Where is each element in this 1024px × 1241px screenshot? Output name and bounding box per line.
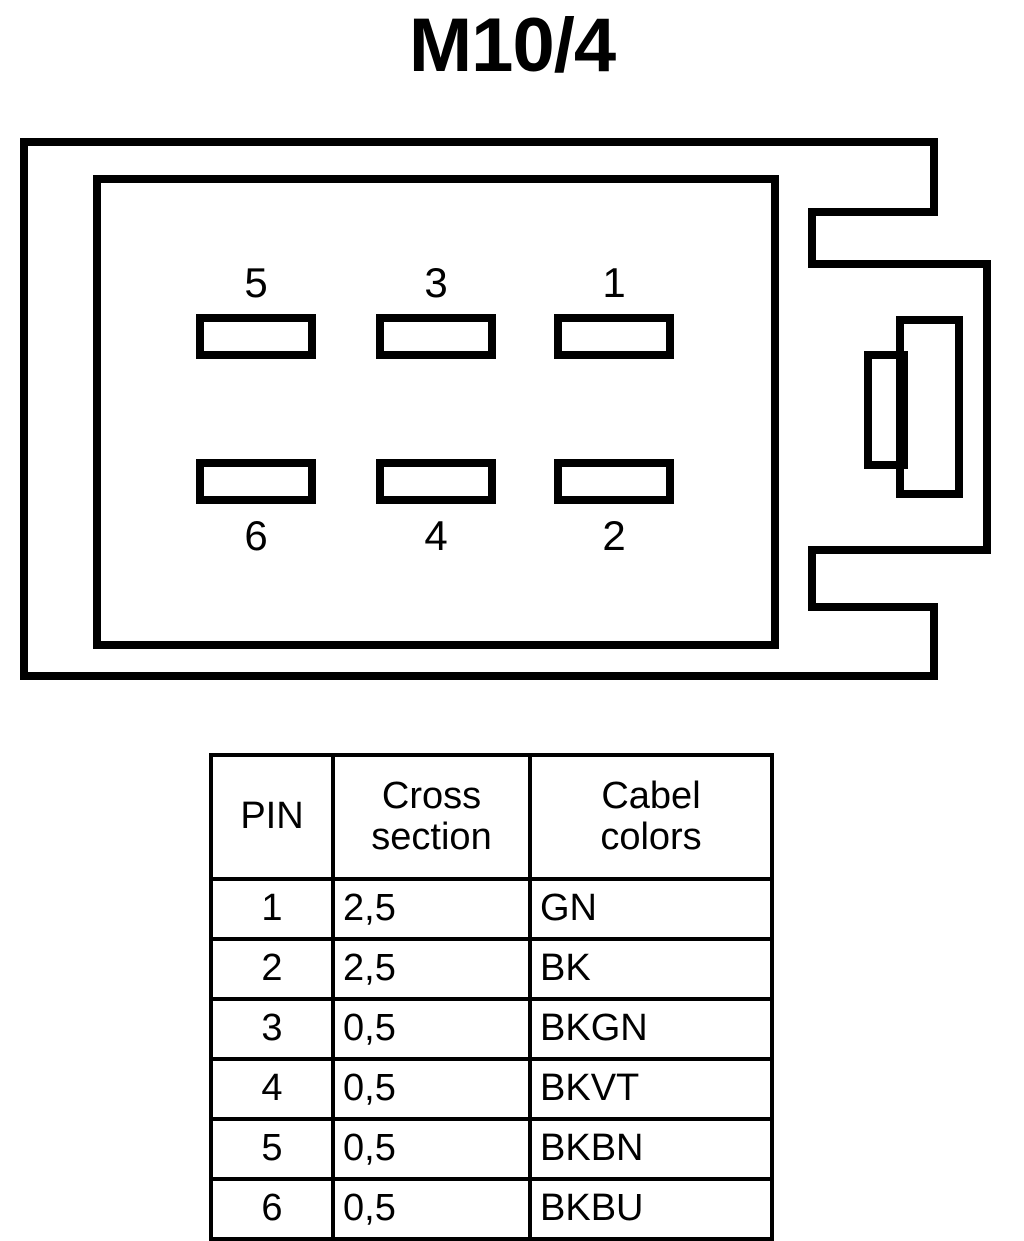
cell-pin: 6 <box>209 1177 335 1241</box>
pin-slot-6[interactable] <box>196 459 316 504</box>
pin-number-label-6: 6 <box>244 512 268 559</box>
cell-pin: 5 <box>209 1117 335 1181</box>
pin-slot-4[interactable] <box>376 459 496 504</box>
cell-cable-color: BKGN <box>528 997 774 1061</box>
page-title: M10/4 <box>408 3 616 88</box>
pin-slot-3[interactable] <box>376 314 496 359</box>
cell-cable-color: BKBU <box>528 1177 774 1241</box>
connector-diagram: 5 3 1 6 4 2 <box>0 120 1024 700</box>
cell-cross-section: 2,5 <box>331 937 532 1001</box>
pin-number-label-3: 3 <box>424 259 448 306</box>
column-header-cable-colors: Cabel colors <box>528 753 774 881</box>
cell-cross-section: 0,5 <box>331 1177 532 1241</box>
cell-cross-section: 0,5 <box>331 997 532 1061</box>
column-header-cross-section-line2: section <box>371 816 492 858</box>
cell-pin: 4 <box>209 1057 335 1121</box>
pin-slot-1[interactable] <box>554 314 674 359</box>
pin-slot-2[interactable] <box>554 459 674 504</box>
table-header: PIN Cross section Cabel colors <box>209 753 774 881</box>
pin-slot-5[interactable] <box>196 314 316 359</box>
column-header-cross-section-line1: Cross <box>381 774 482 817</box>
cell-cable-color: BK <box>528 937 774 1001</box>
table-header-row: PIN Cross section Cabel colors <box>209 753 774 881</box>
cell-pin: 2 <box>209 937 335 1001</box>
pin-number-label-4: 4 <box>424 512 448 559</box>
cell-pin: 1 <box>209 877 335 941</box>
latch-inner-tab <box>864 351 908 469</box>
column-header-cable-colors-line2: colors <box>600 816 702 858</box>
connector-housing-outline <box>20 138 991 680</box>
latch-middle-tab <box>896 316 963 498</box>
cell-cable-color: BKBN <box>528 1117 774 1181</box>
connector-inner-cavity <box>93 175 779 649</box>
cell-cross-section: 2,5 <box>331 877 532 941</box>
cell-pin: 3 <box>209 997 335 1061</box>
cell-cross-section: 0,5 <box>331 1117 532 1181</box>
pin-number-label-2: 2 <box>602 512 626 559</box>
column-header-pin: PIN <box>209 753 335 881</box>
pin-number-label-1: 1 <box>602 259 626 306</box>
connector-outline-svg <box>20 138 991 680</box>
cell-cross-section: 0,5 <box>331 1057 532 1121</box>
column-header-cable-colors-line1: Cabel <box>601 774 701 817</box>
pin-number-label-5: 5 <box>244 259 268 306</box>
cell-cable-color: GN <box>528 877 774 941</box>
cell-cable-color: BKVT <box>528 1057 774 1121</box>
column-header-cross-section: Cross section <box>331 753 532 881</box>
